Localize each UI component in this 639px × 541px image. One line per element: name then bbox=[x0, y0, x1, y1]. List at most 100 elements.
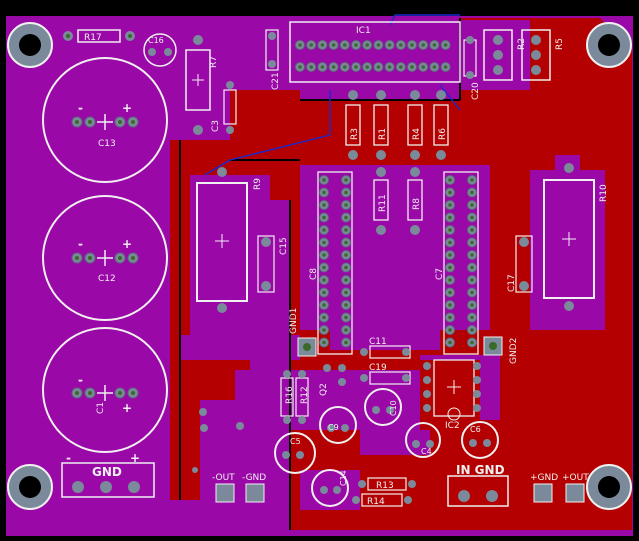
c7-pin-hole bbox=[470, 240, 474, 245]
c8-pin-hole bbox=[344, 328, 348, 332]
c14-label: C14 bbox=[339, 470, 348, 486]
big-capacitors bbox=[42, 57, 168, 453]
ic1-pin-hole bbox=[343, 43, 347, 47]
c17: C17 bbox=[507, 235, 533, 293]
minus-out-label: -OUT bbox=[212, 473, 235, 483]
r9-label: R9 bbox=[253, 178, 263, 190]
c3-label: C3 bbox=[211, 120, 221, 132]
c8-pin-hole bbox=[344, 315, 348, 320]
r4-label: R4 bbox=[412, 128, 422, 140]
out-connector-left: -OUT -GND bbox=[212, 473, 266, 503]
c12-minus: - bbox=[78, 237, 83, 251]
gnd1-label: GND1 bbox=[289, 308, 299, 334]
c11-label: C11 bbox=[369, 337, 387, 347]
polarity-marks: - + - + - + bbox=[78, 101, 132, 415]
big-cap-pads bbox=[71, 116, 139, 399]
c16: C16 bbox=[143, 33, 177, 67]
c7-pin-hole bbox=[448, 315, 452, 320]
c15-label: C15 bbox=[279, 237, 289, 255]
c7-pin-hole bbox=[448, 178, 452, 182]
gnd-connector: GND - + bbox=[61, 451, 155, 498]
c13-label: C13 bbox=[98, 139, 116, 149]
r17-label: R17 bbox=[84, 33, 102, 43]
big-cap-center-marks bbox=[97, 114, 113, 401]
q2: Q2 bbox=[319, 364, 346, 396]
c8-pin-hole bbox=[322, 265, 326, 270]
gnd1-pad: GND1 bbox=[289, 308, 317, 357]
r16: R16 bbox=[280, 370, 295, 424]
c7-pin-hole bbox=[448, 190, 452, 195]
c8-pin-hole bbox=[344, 190, 348, 195]
c7-pin-hole bbox=[470, 290, 474, 295]
ic1-pin-hole bbox=[387, 43, 392, 47]
mounting-holes bbox=[7, 22, 632, 510]
ic1-pin-hole bbox=[399, 43, 403, 47]
gnd-conn-minus: - bbox=[66, 451, 71, 465]
c7-pin-hole bbox=[470, 190, 474, 195]
c7-pin-hole bbox=[448, 228, 452, 232]
c20-label: C20 bbox=[471, 82, 481, 100]
r14-label: R14 bbox=[367, 497, 385, 507]
ic1-pin-hole bbox=[421, 43, 426, 47]
c8-pin-hole bbox=[344, 178, 348, 182]
c5-label: C5 bbox=[290, 437, 301, 446]
ic1-pins bbox=[295, 40, 451, 72]
ic1-pin-hole bbox=[376, 65, 381, 69]
r12: R12 bbox=[295, 370, 310, 424]
c11: C11 bbox=[360, 337, 411, 359]
ic1-pin-hole bbox=[365, 43, 370, 47]
in-gnd-connector: IN GND bbox=[447, 463, 509, 507]
c7-pin-hole bbox=[470, 278, 474, 282]
c7-pin-hole bbox=[448, 253, 452, 257]
c7-pin-hole bbox=[448, 303, 452, 307]
c15: C15 bbox=[257, 235, 289, 293]
c8-pin-hole bbox=[322, 328, 326, 332]
r13-label: R13 bbox=[376, 481, 394, 491]
round-component-pads bbox=[282, 406, 491, 494]
c8-pin-hole bbox=[322, 203, 326, 207]
c3: C3 bbox=[211, 81, 237, 134]
mounting-hole-top-right bbox=[586, 22, 632, 68]
c7-pin-hole bbox=[448, 340, 452, 345]
c6-label: C6 bbox=[470, 425, 481, 434]
c13-minus: - bbox=[78, 101, 83, 115]
c16-label: C16 bbox=[148, 36, 164, 45]
ic1-pin-hole bbox=[309, 43, 314, 47]
ic1-pin-hole bbox=[376, 43, 381, 47]
r3-label: R3 bbox=[350, 128, 360, 140]
ic1-pin-hole bbox=[432, 65, 437, 69]
mounting-hole-bottom-left bbox=[7, 464, 53, 510]
c10-label: C10 bbox=[389, 400, 398, 416]
c7-pin-hole bbox=[448, 215, 452, 220]
c7-pin-hole bbox=[470, 340, 474, 345]
ic2-pins bbox=[423, 362, 481, 412]
c8-pin-hole bbox=[344, 278, 348, 282]
ic2: IC2 bbox=[433, 359, 475, 431]
mounting-hole-top-left bbox=[7, 22, 53, 68]
gnd-connector-label: GND bbox=[92, 465, 122, 479]
r7: R7 bbox=[185, 35, 219, 135]
c1-plus: + bbox=[122, 401, 132, 415]
in-gnd-label: IN GND bbox=[456, 463, 505, 477]
c8-pin-hole bbox=[344, 215, 348, 220]
r13: R13 bbox=[358, 477, 416, 491]
c7-pin-hole bbox=[470, 178, 474, 182]
ic2-label: IC2 bbox=[445, 421, 460, 431]
ic1-pin-hole bbox=[432, 43, 437, 47]
small-resistors bbox=[345, 104, 449, 221]
ic1-pin-hole bbox=[387, 65, 392, 69]
c1-label: C1 bbox=[96, 402, 106, 414]
c7-label: C7 bbox=[435, 268, 445, 280]
plus-gnd-label: +GND bbox=[530, 473, 558, 483]
c13-plus: + bbox=[122, 101, 132, 115]
ic1-pin-hole bbox=[331, 65, 336, 69]
c8-pin-hole bbox=[322, 290, 326, 295]
ic1-pin-hole bbox=[365, 65, 370, 69]
ic1-pin-hole bbox=[331, 43, 336, 47]
ic1-pin-hole bbox=[410, 43, 414, 47]
r9: R9 bbox=[196, 167, 263, 313]
c8-pin-hole bbox=[322, 215, 326, 220]
c8-pin-hole bbox=[322, 253, 326, 257]
c21-label: C21 bbox=[271, 72, 281, 90]
